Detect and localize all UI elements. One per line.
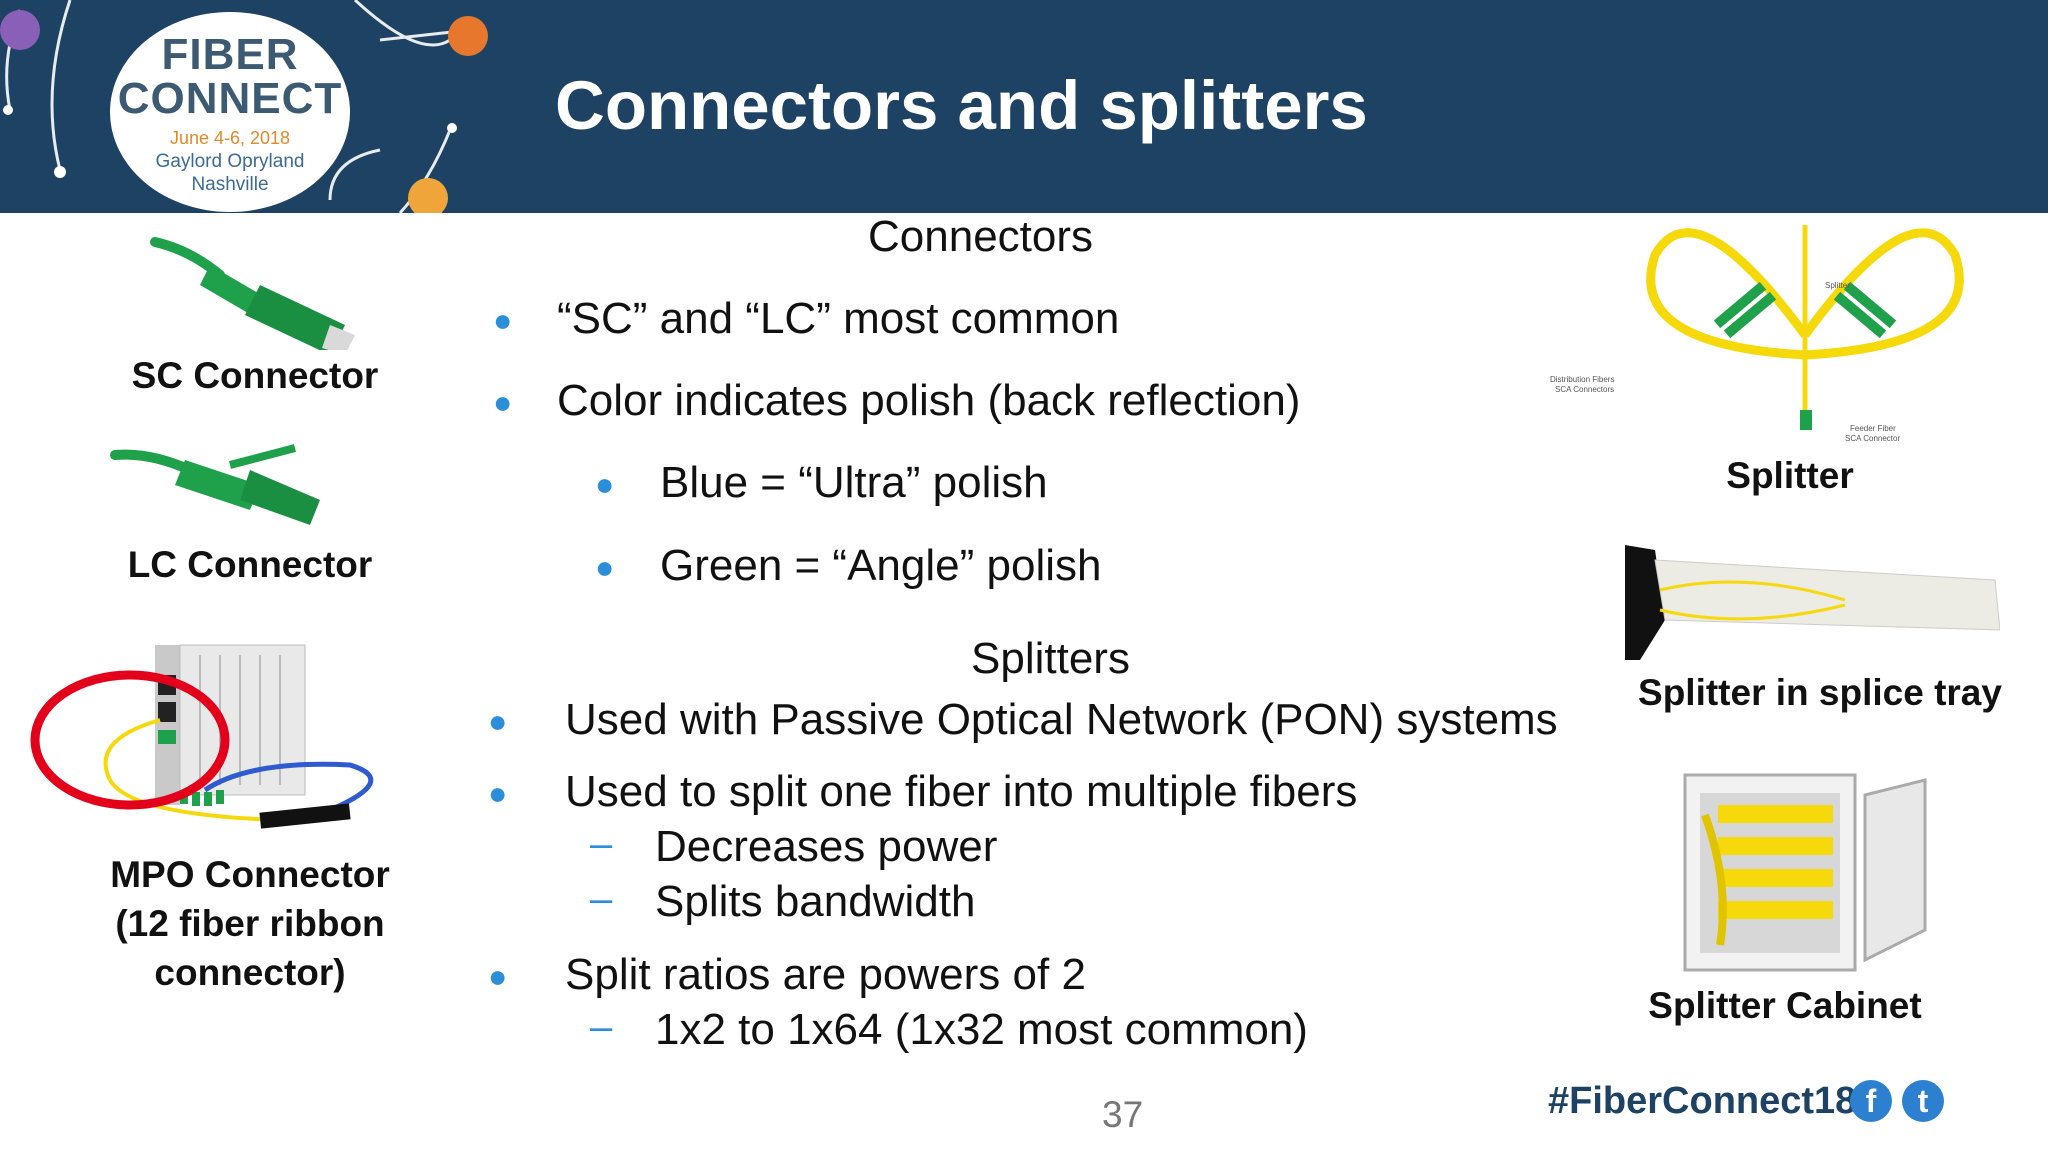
- caption-splice-tray: Splitter in splice tray: [1638, 672, 2002, 713]
- circuit-decoration: [0, 0, 488, 213]
- bullet-icon: ●: [488, 703, 508, 739]
- mpo-connector-image: [30, 644, 374, 829]
- logo-venue: Gaylord Opryland Nashville: [140, 150, 320, 196]
- splitters-dash-2: Splits bandwidth: [655, 877, 976, 926]
- dash-icon: –: [590, 1005, 613, 1049]
- event-hashtag: #FiberConnect18: [1548, 1080, 1857, 1122]
- splitters-dash-3: 1x2 to 1x64 (1x32 most common): [655, 1005, 1308, 1054]
- bullet-icon: ●: [493, 302, 513, 338]
- sc-connector-image: [150, 237, 355, 350]
- diagram-label-splitter: Splitter: [1825, 281, 1850, 290]
- caption-splitter: Splitter: [1726, 455, 1854, 496]
- splitter-cabinet-image: [1683, 773, 1927, 972]
- diagram-label-dist-2: SCA Connectors: [1555, 385, 1614, 394]
- caption-lc-connector: LC Connector: [127, 544, 373, 585]
- logo-date: June 4-6, 2018: [169, 128, 291, 148]
- twitter-icon[interactable]: t: [1902, 1080, 1944, 1122]
- diagram-label-feeder-1: Feeder Fiber: [1850, 424, 1896, 433]
- logo-city: Nashville: [191, 174, 269, 195]
- splitters-dash-1: Decreases power: [655, 822, 998, 871]
- bullet-icon: ●: [493, 384, 513, 420]
- connectors-sub-bullet-2: Green = “Angle” polish: [660, 541, 1102, 590]
- highlight-circle: [30, 670, 230, 810]
- diagram-label-feeder-2: SCA Connector: [1845, 434, 1900, 443]
- caption-sc-connector: SC Connector: [131, 355, 379, 396]
- caption-mpo-connector: MPO Connector (12 fiber ribbon connector…: [80, 850, 420, 997]
- logo-venue-name: Gaylord Opryland: [155, 151, 305, 172]
- logo-line-2: CONNECT: [117, 74, 343, 123]
- splitters-bullet-1: Used with Passive Optical Network (PON) …: [565, 695, 1558, 744]
- caption-mpo-line-2: (12 fiber ribbon: [115, 903, 385, 944]
- facebook-icon[interactable]: f: [1850, 1080, 1892, 1122]
- connectors-bullet-2: Color indicates polish (back reflection): [557, 376, 1301, 425]
- caption-mpo-line-3: connector): [154, 952, 346, 993]
- splice-tray-image: [1625, 545, 2000, 660]
- bullet-icon: ●: [595, 549, 615, 585]
- connectors-bullet-1: “SC” and “LC” most common: [557, 294, 1120, 343]
- caption-splitter-cabinet: Splitter Cabinet: [1648, 985, 1922, 1026]
- lc-connector-image: [110, 444, 320, 525]
- caption-mpo-line-1: MPO Connector: [110, 854, 390, 895]
- bullet-icon: ●: [595, 466, 615, 502]
- header-banner: FIBER CONNECT June 4-6, 2018 Gaylord Opr…: [0, 0, 2048, 213]
- bullet-icon: ●: [488, 775, 508, 811]
- orange-dot-icon: [448, 16, 488, 56]
- slide-title: Connectors and splitters: [555, 67, 1368, 144]
- splitters-bullet-3: Split ratios are powers of 2: [565, 950, 1086, 999]
- diagram-label-dist-1: Distribution Fibers: [1550, 375, 1614, 384]
- connectors-heading: Connectors: [868, 212, 1094, 261]
- connectors-sub-bullet-1: Blue = “Ultra” polish: [660, 458, 1048, 507]
- dash-icon: –: [590, 822, 613, 866]
- splitter-diagram-image: Splitter Distribution Fibers SCA Connect…: [1550, 225, 1964, 443]
- purple-dot-icon: [0, 10, 40, 50]
- page-number: 37: [1102, 1094, 1144, 1135]
- splitters-heading: Splitters: [971, 634, 1130, 683]
- splitters-bullet-2: Used to split one fiber into multiple fi…: [565, 767, 1358, 816]
- fiber-connect-logo: FIBER CONNECT June 4-6, 2018 Gaylord Opr…: [110, 12, 350, 212]
- dash-icon: –: [590, 877, 613, 921]
- bullet-icon: ●: [488, 958, 508, 994]
- orange-dot-icon: [408, 178, 448, 213]
- logo-line-1: FIBER: [161, 30, 299, 79]
